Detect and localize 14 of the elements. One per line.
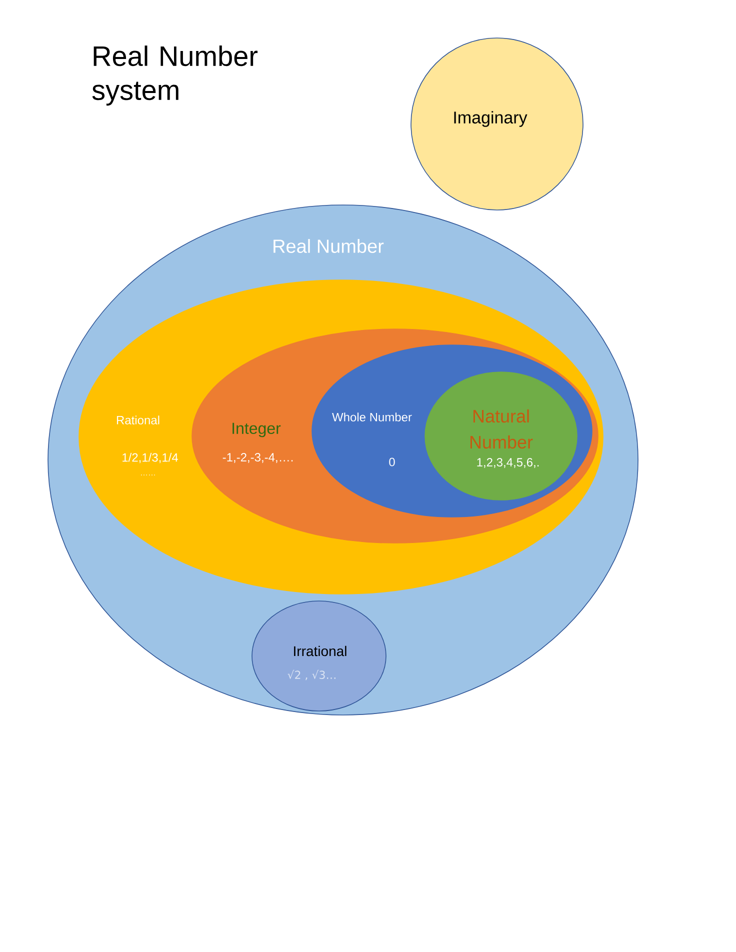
label: 0 bbox=[389, 458, 395, 466]
label: -1,-2,-3,-4,…. bbox=[222, 453, 293, 463]
label: Natural Number bbox=[470, 409, 533, 449]
label: 1,2,3,4,5,6,. bbox=[477, 458, 539, 468]
label: Irrational bbox=[294, 646, 346, 656]
title: Real Number system bbox=[92, 46, 258, 106]
label: Imaginary bbox=[454, 111, 528, 127]
label: Rational bbox=[116, 416, 160, 424]
label: Real Number bbox=[274, 239, 384, 253]
label: Whole Number bbox=[332, 412, 412, 422]
label: 1/2,1/3,1/4 bbox=[122, 452, 178, 464]
label: √2 , √3… bbox=[288, 670, 336, 680]
label: Integer bbox=[232, 422, 281, 438]
label: …… bbox=[141, 474, 155, 476]
